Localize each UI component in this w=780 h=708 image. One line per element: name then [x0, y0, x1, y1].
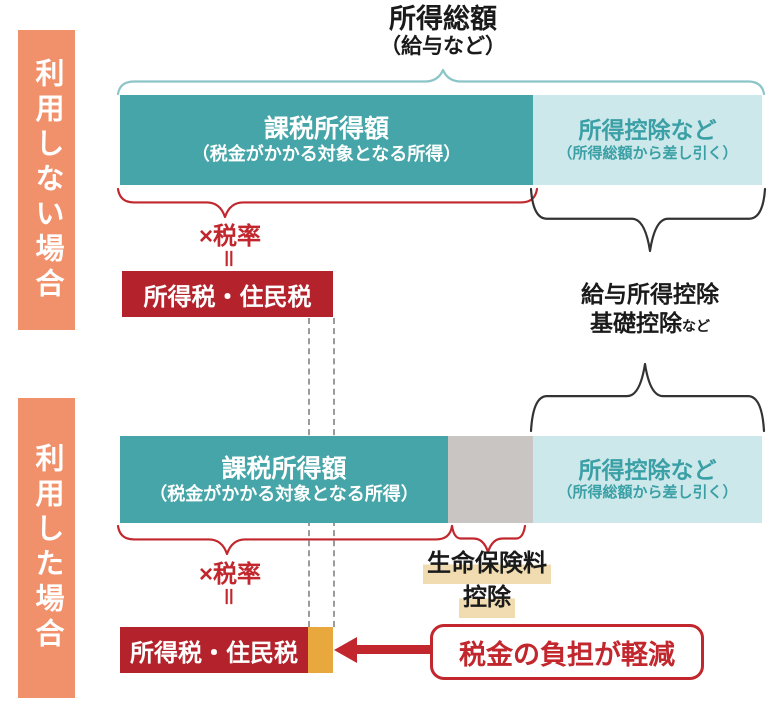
income-deduction-title-2: 所得控除など	[578, 456, 717, 483]
taxable-brace-2	[116, 524, 454, 556]
income-tax-bar-1: 所得税・住民税	[122, 271, 333, 317]
equals-sign-1: ＝	[216, 248, 239, 269]
taxable-income-title-1: 課税所得額	[263, 115, 389, 144]
total-income-title: 所得総額	[389, 4, 497, 34]
tax-rate-label-1: ×税率	[198, 223, 261, 250]
reduction-arrow-icon	[334, 637, 357, 663]
section-label-used: 利用した場合	[18, 398, 75, 698]
income-tax-label-1: 所得税・住民税	[143, 283, 312, 311]
salary-deduction-line2: 基礎控除	[590, 309, 682, 336]
salary-deduction-line1: 給与所得控除	[581, 281, 719, 307]
insurance-deduction-line2: 控除	[459, 583, 515, 618]
total-income-brace	[116, 68, 766, 96]
income-deduction-bar-1: 所得控除など （所得総額から差し引く）	[533, 95, 762, 185]
total-income-subtitle: （給与など）	[380, 35, 506, 59]
income-deduction-sub-2: （所得総額から差し引く）	[557, 484, 738, 502]
taxable-income-sub-2: （税金がかかる対象となる所得）	[149, 483, 419, 504]
income-tax-bar-2: 所得税・住民税	[120, 627, 333, 673]
result-label: 税金の負担が軽減	[459, 639, 675, 670]
section-label-not-used: 利用しない場合	[18, 30, 75, 330]
insurance-deduction-line1: 生命保険料	[423, 550, 551, 584]
deduction-brace-1	[529, 187, 767, 253]
salary-deduction-note: 給与所得控除 基礎控除など	[535, 280, 765, 338]
taxable-brace-1	[116, 187, 539, 219]
result-box: 税金の負担が軽減	[430, 624, 704, 680]
income-deduction-title-1: 所得控除など	[578, 117, 717, 144]
tax-rate-label-2: ×税率	[198, 561, 261, 588]
total-income-heading: 所得総額 （給与など）	[313, 4, 573, 58]
income-tax-red-segment: 所得税・住民税	[120, 627, 308, 673]
equals-sign-2: ＝	[216, 586, 239, 607]
taxable-income-sub-1: （税金がかかる対象となる所得）	[191, 144, 462, 165]
taxable-income-bar-2: 課税所得額 （税金がかかる対象となる所得）	[120, 436, 448, 523]
insurance-deduction-note: 生命保険料 控除	[397, 550, 577, 618]
income-deduction-sub-1: （所得総額から差し引く）	[557, 144, 738, 162]
deduction-brace-2	[529, 362, 766, 433]
section-label-not-used-text: 利用しない場合	[31, 57, 63, 303]
tax-saving-segment	[308, 627, 333, 673]
reduction-arrow-shaft	[352, 645, 432, 654]
insurance-deduction-segment	[448, 436, 533, 523]
salary-deduction-suffix: など	[682, 317, 710, 334]
income-deduction-bar-2: 所得控除など （所得総額から差し引く）	[533, 436, 762, 523]
income-tax-label-2: 所得税・住民税	[130, 639, 298, 667]
section-label-used-text: 利用した場合	[31, 443, 63, 653]
taxable-income-bar-1: 課税所得額 （税金がかかる対象となる所得）	[120, 95, 533, 185]
taxable-income-title-2: 課税所得額	[221, 454, 347, 483]
